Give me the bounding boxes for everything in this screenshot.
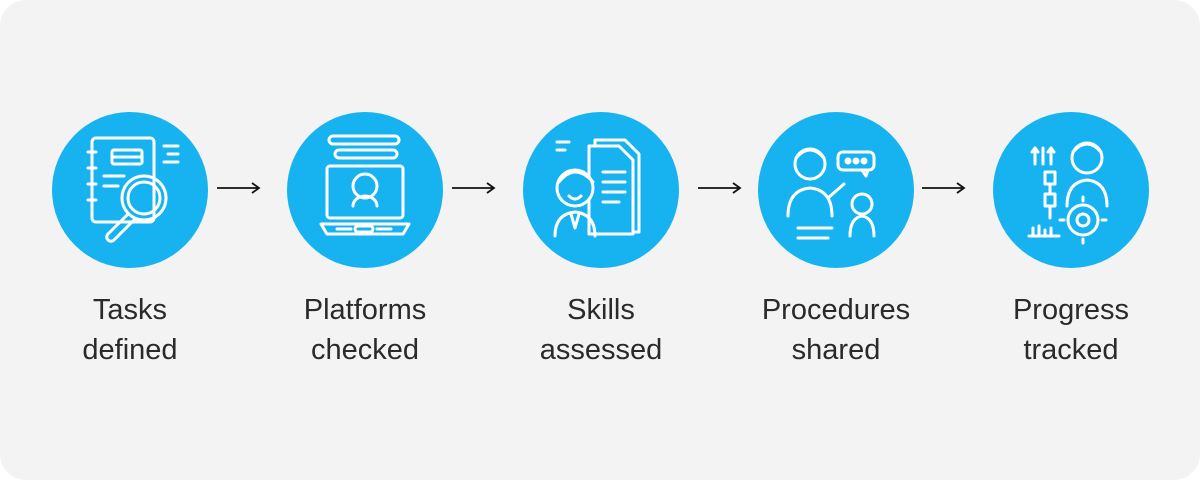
- person-gear-chart-icon: [1027, 141, 1109, 245]
- step-circle: [993, 112, 1149, 268]
- step-tasks-defined: Tasks defined: [52, 112, 208, 366]
- step-skills-assessed: Skills assessed: [523, 112, 679, 366]
- step-label: Tasks defined: [82, 294, 178, 366]
- step-circle: [287, 112, 443, 268]
- arrow-right-icon: [452, 182, 496, 194]
- person-documents-icon: [553, 138, 641, 238]
- step-label: Skills assessed: [539, 294, 663, 366]
- step-circle: [523, 112, 679, 268]
- step-platforms-checked: Platforms checked: [287, 112, 443, 366]
- step-circle: [52, 112, 208, 268]
- laptop-profile-icon: [319, 134, 411, 236]
- step-procedures-shared: Procedures shared: [758, 112, 914, 366]
- arrow-right-icon: [698, 182, 742, 194]
- notebook-magnifier-icon: [86, 136, 180, 243]
- people-chat-icon: [786, 147, 876, 240]
- arrow-right-icon: [217, 182, 261, 194]
- step-progress-tracked: Progress tracked: [993, 112, 1149, 366]
- step-label: Progress tracked: [1012, 294, 1130, 366]
- step-label: Platforms checked: [303, 294, 427, 366]
- step-circle: [758, 112, 914, 268]
- step-label: Procedures shared: [761, 294, 911, 366]
- arrow-right-icon: [922, 182, 966, 194]
